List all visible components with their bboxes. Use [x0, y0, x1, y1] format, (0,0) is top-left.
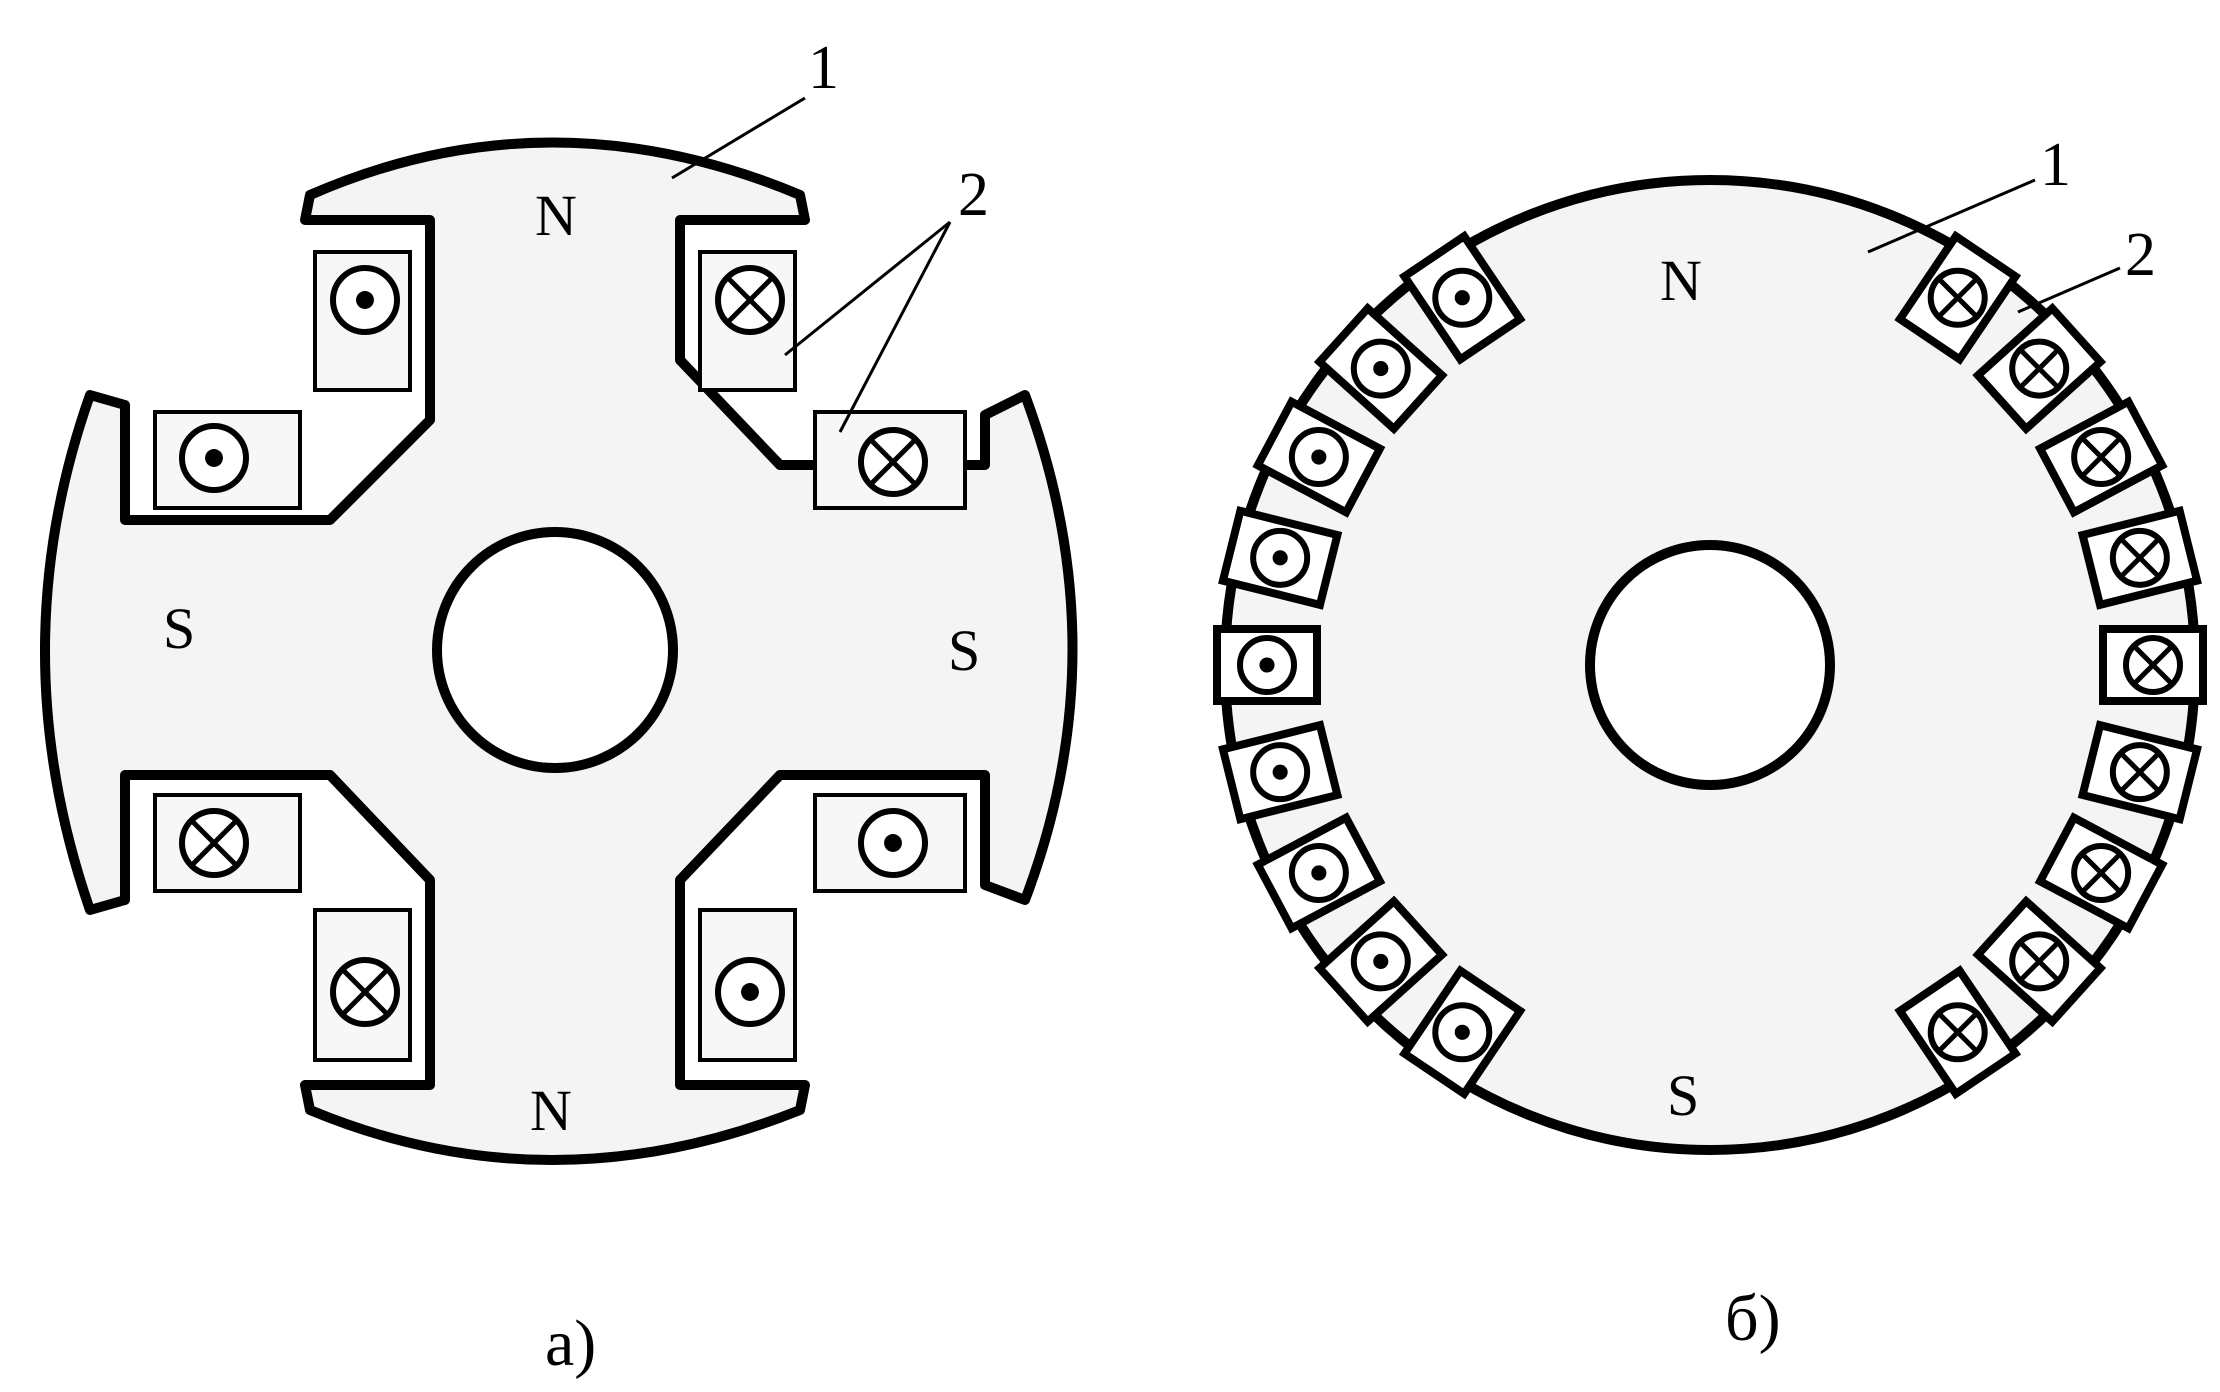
current-in-cross-stroke	[191, 820, 237, 866]
pole-label-left: S	[163, 596, 195, 661]
conductor-left-1	[1432, 267, 1493, 328]
current-in-cross-stroke	[342, 969, 388, 1015]
conductor-a-top-right-lower	[858, 427, 928, 497]
current-out-dot	[1454, 290, 1470, 306]
conductor-left-2	[1350, 338, 1411, 399]
conductor-left-4	[1250, 527, 1311, 588]
current-out-dot	[1373, 953, 1389, 969]
conductor-right-5	[2123, 635, 2183, 695]
current-out-dot	[884, 834, 902, 852]
conductor-right-8	[2009, 931, 2070, 992]
current-in-cross-stroke	[1938, 1012, 1978, 1052]
shaft-bore	[432, 527, 678, 773]
current-in-cross-stroke	[2081, 437, 2121, 477]
conductor-a-bottom-left-upper	[179, 808, 249, 878]
conductor-left-3	[1288, 427, 1349, 488]
current-out-dot	[1311, 449, 1327, 465]
pole-label-top: N	[535, 183, 577, 248]
conductor-right-4	[2109, 527, 2170, 588]
current-out-dot	[1272, 550, 1288, 566]
current-out-dot	[1454, 1024, 1470, 1040]
shaft-bore-b	[1585, 540, 1835, 790]
current-in-cross-stroke	[2081, 853, 2121, 893]
callout-winding-b: 2	[2125, 221, 2156, 289]
pole-label-top-b: N	[1660, 248, 1702, 313]
current-out-dot	[1373, 361, 1389, 377]
conductor-a-top-left-upper	[330, 265, 400, 335]
callout-winding-a: 2	[958, 161, 989, 229]
conductor-right-1	[1927, 267, 1988, 328]
conductor-right-9	[1927, 1002, 1988, 1063]
pole-label-bottom: N	[530, 1078, 572, 1143]
figure-caption-b: б)	[1725, 1282, 1781, 1355]
current-in-cross-stroke	[1938, 278, 1978, 318]
current-out-dot	[741, 983, 759, 1001]
conductor-left-6	[1250, 742, 1311, 803]
leader-core-a	[671, 96, 806, 180]
conductor-right-2	[2009, 338, 2070, 399]
current-in-cross-stroke	[2019, 348, 2059, 389]
cylindrical-rotor-figure: N S 1 2 б)	[1213, 131, 2207, 1355]
conductor-a-top-left-lower	[179, 423, 249, 493]
salient-pole-rotor-figure: N N S S 1 2 а)	[40, 34, 1078, 1380]
salient-rotor-conductors	[179, 265, 928, 1027]
rotor-slot-conductors	[1237, 267, 2183, 1063]
leader-core-b	[1867, 178, 2036, 254]
current-out-dot	[1311, 865, 1327, 881]
current-in-cross-stroke	[2120, 752, 2160, 792]
current-out-dot	[356, 291, 374, 309]
conductor-a-bottom-right-upper	[858, 808, 928, 878]
current-in-cross-stroke	[2133, 645, 2173, 685]
leader-winding-b	[2017, 266, 2121, 314]
current-out-dot	[205, 449, 223, 467]
current-in-cross-stroke	[727, 277, 773, 323]
conductor-a-top-right-upper	[715, 265, 785, 335]
conductor-right-3	[2071, 427, 2132, 488]
conductor-a-bottom-right-lower	[715, 957, 785, 1027]
pole-label-bottom-b: S	[1667, 1063, 1699, 1128]
conductor-right-6	[2109, 742, 2170, 803]
current-out-dot	[1259, 657, 1275, 673]
conductor-left-9	[1432, 1002, 1493, 1063]
callout-core-b: 1	[2040, 131, 2071, 199]
conductor-left-7	[1288, 842, 1349, 903]
conductor-left-5	[1237, 635, 1297, 695]
pole-label-right: S	[948, 618, 980, 683]
leader-winding-a-1	[784, 220, 951, 357]
current-in-cross-stroke	[870, 439, 916, 485]
callout-core-a: 1	[808, 34, 839, 102]
conductor-right-7	[2071, 842, 2132, 903]
current-in-cross-stroke	[2019, 941, 2059, 982]
conductor-a-bottom-left-lower	[330, 957, 400, 1027]
current-out-dot	[1272, 764, 1288, 780]
leader-winding-a-2	[838, 221, 952, 433]
conductor-left-8	[1350, 931, 1411, 992]
current-in-cross-stroke	[2120, 538, 2160, 578]
figure-caption-a: а)	[545, 1307, 596, 1380]
